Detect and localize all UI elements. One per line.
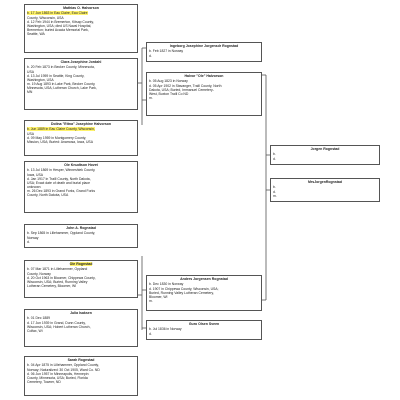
person-card-julia[interactable]: Julia Isaksen b. 01 Dec 1889 d. 17 Jun 1… [24,309,138,347]
detail-line: USA [27,69,34,74]
birth-line: b. 17 Jun 1863 in Eau Claire, Eau Claire [27,11,88,16]
person-card-halvor[interactable]: Halvor "Ole" Halvorson b. 05 Aug 1823 in… [146,72,262,116]
person-card-guro[interactable]: Guro Olsen Sveen b. Jul 1836 in Norway d… [146,320,262,340]
person-name: Julia Isaksen [70,311,92,315]
person-name: Ole Rognstad [69,262,93,266]
person-card-ingeborg[interactable]: Ingeborg Josephine Jorgensdr Rognstad b.… [146,42,262,62]
person-card-clara[interactable]: Clara Josephine Jordahl b. 20 Feb 1873 i… [24,58,138,110]
person-card-mrs-jorgen[interactable]: MrsJorgenRognstad b. d. m. [270,178,380,202]
detail-line: MN [27,89,33,94]
detail-line: m. [149,95,153,100]
detail-line: b. Sep 1865 in Lillehammer, Oppland Coun… [27,231,96,236]
person-card-anders[interactable]: Anders Jorgensen Rognstad b. Dec 1830 in… [146,275,262,311]
detail-line: d. 12 Feb 1944 in Bremerton, Kitsap Coun… [27,19,94,24]
detail-line: Mission, USA; Buried: Anamosa, Iowa, USA [27,139,93,144]
person-name: Jorgen Rognstad [310,147,340,151]
person-name: Guro Olsen Sveen [188,322,220,326]
detail-line: b. [273,152,276,157]
detail-line: Seattle, WA [27,31,45,36]
detail-line: b. 04 Apr 1875 in Lillehammer, Oppland C… [27,363,99,368]
detail-line: Iowa, USA [27,172,44,177]
detail-line: d. [273,189,276,194]
person-name: Ole Knudtson Hovet [64,163,98,167]
person-name: Halvor "Ole" Halvorson [184,74,224,78]
detail-line: m. 19 Aug 1893 in Lake Park, Becker Coun… [27,81,96,86]
detail-line: USA [27,131,34,136]
detail-line: b. 05 Aug 1823 in Norway [149,79,188,84]
person-card-sarah[interactable]: Sarah Rognstad b. 04 Apr 1875 in Lilleha… [24,356,138,396]
detail-line: d. 20 Oct 1963 in Bloomer, Chippewa Coun… [27,275,96,280]
detail-line: Norway; Naturalized: 30 Oct 1905, Ward C… [27,367,100,372]
detail-line: d. 09 May 1959 in Montgomery County, [27,135,87,140]
detail-line: d. [273,156,276,161]
detail-line: d. 17 Jun 1939 in Grand, Dunn County, [27,320,86,325]
detail-line: d. [149,53,152,58]
detail-line: Lutheran Cemetery, Bloomer, WI [27,283,77,288]
detail-line: County, Norway [27,271,51,276]
person-name: Ingeborg Josephine Jorgensdr Rognstad [169,44,239,48]
detail-line: b. 01 Dec 1889 [27,316,50,321]
detail-line: d. 1907 in Chippewa County, Wisconsin, U… [149,286,219,291]
person-card-dolina[interactable]: Dolina "Ettna" Josephine Halvorson b. Ju… [24,120,138,156]
detail-line: d. [27,239,30,244]
detail-line: County, North Dakota, USA [27,192,69,197]
detail-line: d. Jan 1917 in Traill County, North Dako… [27,176,91,181]
detail-line: m. 26 Dec 1893 in Grand Forks, Grand For… [27,188,96,193]
person-name: MrsJorgenRognstad [307,180,343,184]
detail-line: b. 20 Feb 1873 in Becker County, Minneso… [27,65,95,70]
detail-line: b. Feb 1827 in Norway [149,49,184,54]
detail-line: m. [149,298,153,303]
detail-line: Wisconsin, USA; Buried, Running Valley [27,279,88,284]
detail-line: Bloomer, WI [149,294,168,299]
detail-line: unknown [27,184,41,189]
person-name: John A. Rognstad [66,226,96,230]
person-card-jorgen[interactable]: Jorgen Rognstad b. d. [270,145,380,165]
birth-line: b. 07 Mar 1871 in Lillehammer, Oppland [27,267,88,272]
detail-line: d. 06 Jun 1957 in Minneapolis, Hennepin [27,371,89,376]
detail-line: Norway [27,235,39,240]
person-card-ole-knudtson-hovet[interactable]: Ole Knudtson Hovet b. 13 Jul 1869 in Hes… [24,161,138,213]
detail-line: Buried, Running Valley Lutheran Cemetery… [149,290,214,295]
detail-line: West, Buxton Traill Co ND [149,91,189,96]
person-name: Clara Josephine Jordahl [60,60,102,64]
detail-line: b. Jul 1836 in Norway [149,327,182,332]
person-name: Anders Jorgensen Rognstad [180,277,228,281]
detail-line: m. [273,193,277,198]
birth-line: b. Jun 1889 in Eau Claire County, Wiscon… [27,127,95,132]
detail-line: b. Dec 1830 in Norway [149,282,184,287]
person-name: Sarah Rognstad [67,358,95,362]
person-card-mathias[interactable]: Mathias O. Halvorson b. 17 Jun 1863 in E… [24,4,138,53]
detail-line: USA; Exact date of death and burial plac… [27,180,90,185]
person-name: Dolina "Ettna" Josephine Halvorson [50,122,112,126]
detail-line: d. [149,331,152,336]
detail-line: Colfax, Wi [27,328,43,333]
detail-line: d. 13 Jul 1959 in Seattle, King County, [27,73,85,78]
detail-line: b. 13 Jul 1869 in Hesper, Winneshiek Cou… [27,168,96,173]
detail-line: County, Minnesota, USA; Buried, Florida [27,375,88,380]
detail-line: Washington, USA; died US Naval Hospital, [27,23,92,28]
detail-line: Washington, USA [27,77,54,82]
detail-line: Minnesota, USA; Lutheran Church, Lake Pa… [27,85,97,90]
person-card-ole-rognstad[interactable]: Ole Rognstad b. 07 Mar 1871 in Lillehamm… [24,260,138,298]
detail-line: d. 05 Apr 1902 in Stavanger, Traill Coun… [149,83,222,88]
detail-line: County, Wisconsin, USA [27,15,64,20]
person-card-john[interactable]: John A. Rognstad b. Sep 1865 in Lilleham… [24,224,138,248]
detail-line: Cemetery, Towner, ND [27,379,61,384]
detail-line: Bremerton; buried Acacia Memorial Park, [27,27,89,32]
person-name: Mathias O. Halvorson [63,6,99,10]
detail-line: b. [273,185,276,190]
detail-line: Wisconsin, USA; Hobert Lutheran Church, [27,324,91,329]
detail-line: Dakota, USA; Buried, Immanuel Cemetery- [149,87,214,92]
